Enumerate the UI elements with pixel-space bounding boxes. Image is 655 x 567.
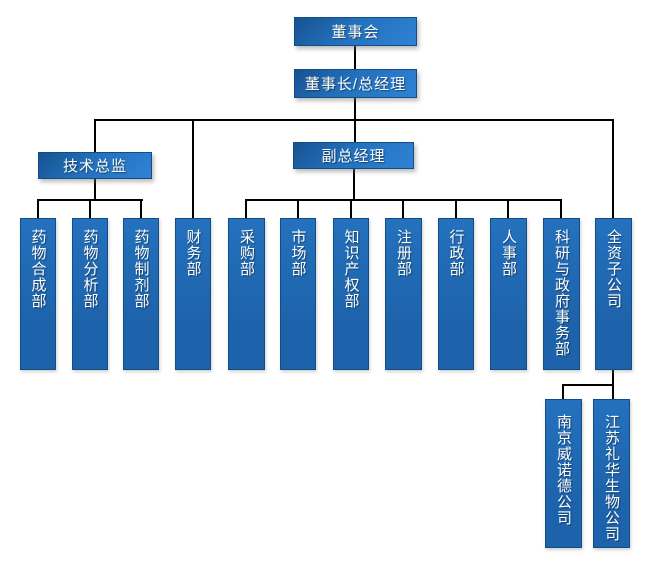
node-human-resources: 人事部 (490, 218, 527, 370)
node-jiangsu-lihua-bio: 江苏礼华生物公司 (593, 399, 630, 548)
node-procurement: 采购部 (228, 218, 265, 370)
node-drug-synthesis: 药物合成部 (20, 218, 56, 370)
node-tech-director: 技术总监 (38, 152, 152, 179)
connector-drop-tech-director (94, 119, 96, 153)
connector-drop-marketing (297, 199, 299, 219)
connector-drop-finance (192, 119, 194, 219)
connector-drop-drug-analysis (89, 199, 91, 219)
connector-drop-nanjing-weinuode (562, 384, 564, 400)
connector-drop-human-resources (507, 199, 509, 219)
node-intellectual-property: 知识产权部 (333, 218, 369, 370)
connector-drop-procurement (245, 199, 247, 219)
connector-subsidiary-rail (562, 384, 614, 386)
connector-drop-registration (402, 199, 404, 219)
node-wholly-owned-subsidiary: 全资子公司 (595, 218, 632, 370)
node-nanjing-weinuode: 南京威诺德公司 (545, 399, 582, 548)
node-deputy-gm: 副总经理 (293, 142, 414, 169)
connector-drop-deputy-gm (354, 119, 356, 143)
connector-drop-research-gov (560, 199, 562, 219)
connector-drop-drug-synthesis (37, 199, 39, 219)
node-finance: 财务部 (175, 218, 211, 370)
node-drug-analysis: 药物分析部 (72, 218, 108, 370)
connector-chairman-rail (354, 97, 356, 121)
connector-board-chairman (354, 46, 356, 70)
connector-tech-stem (94, 179, 96, 201)
node-board: 董事会 (294, 17, 417, 46)
connector-drop-subsidiary (612, 119, 614, 219)
node-research-gov-affairs: 科研与政府事务部 (543, 218, 580, 370)
node-chairman-gm: 董事长/总经理 (294, 69, 417, 98)
connector-deputy-stem (353, 169, 355, 201)
node-administration: 行政部 (438, 218, 474, 370)
connector-drop-drug-formulation (140, 199, 142, 219)
node-registration: 注册部 (385, 218, 422, 370)
node-marketing: 市场部 (280, 218, 316, 370)
connector-drop-administration (455, 199, 457, 219)
node-drug-formulation: 药物制剂部 (123, 218, 159, 370)
connector-drop-intellectual-property (350, 199, 352, 219)
